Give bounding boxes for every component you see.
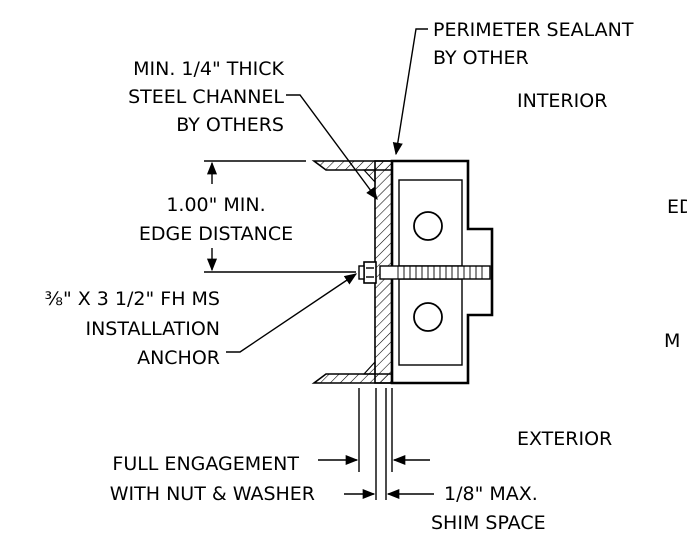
cut-off-label-right-1: ED — [667, 196, 687, 218]
leaders — [204, 28, 434, 500]
installation-anchor — [358, 261, 491, 284]
channel-label-2: STEEL CHANNEL — [128, 86, 284, 108]
washer — [358, 265, 365, 280]
annotations: PERIMETER SEALANT BY OTHER MIN. 1/4" THI… — [45, 19, 687, 534]
interior-label: INTERIOR — [517, 90, 607, 112]
shim-label-1: 1/8" MAX. — [444, 483, 538, 505]
edge-distance-label-1: 1.00" MIN. — [166, 194, 265, 216]
channel-label-3: BY OTHERS — [176, 114, 284, 136]
channel-label-1: MIN. 1/4" THICK — [133, 58, 284, 80]
nut — [363, 261, 377, 284]
cut-off-label-right-2: M — [664, 330, 680, 352]
exterior-label: EXTERIOR — [517, 428, 612, 450]
engagement-label-1: FULL ENGAGEMENT — [112, 453, 299, 475]
shim-label-2: SHIM SPACE — [431, 512, 546, 534]
perimeter-sealant-label-2: BY OTHER — [433, 47, 529, 69]
perimeter-sealant-label-1: PERIMETER SEALANT — [433, 19, 634, 41]
engagement-label-2: WITH NUT & WASHER — [110, 483, 315, 505]
anchor-label-1: ⅜" X 3 1/2" FH MS — [45, 288, 220, 310]
edge-distance-label-2: EDGE DISTANCE — [139, 223, 293, 245]
screw-boss-top — [413, 211, 443, 241]
anchor-label-3: ANCHOR — [137, 347, 220, 369]
anchor-label-2: INSTALLATION — [85, 318, 220, 340]
screw-boss-bottom — [413, 302, 443, 332]
